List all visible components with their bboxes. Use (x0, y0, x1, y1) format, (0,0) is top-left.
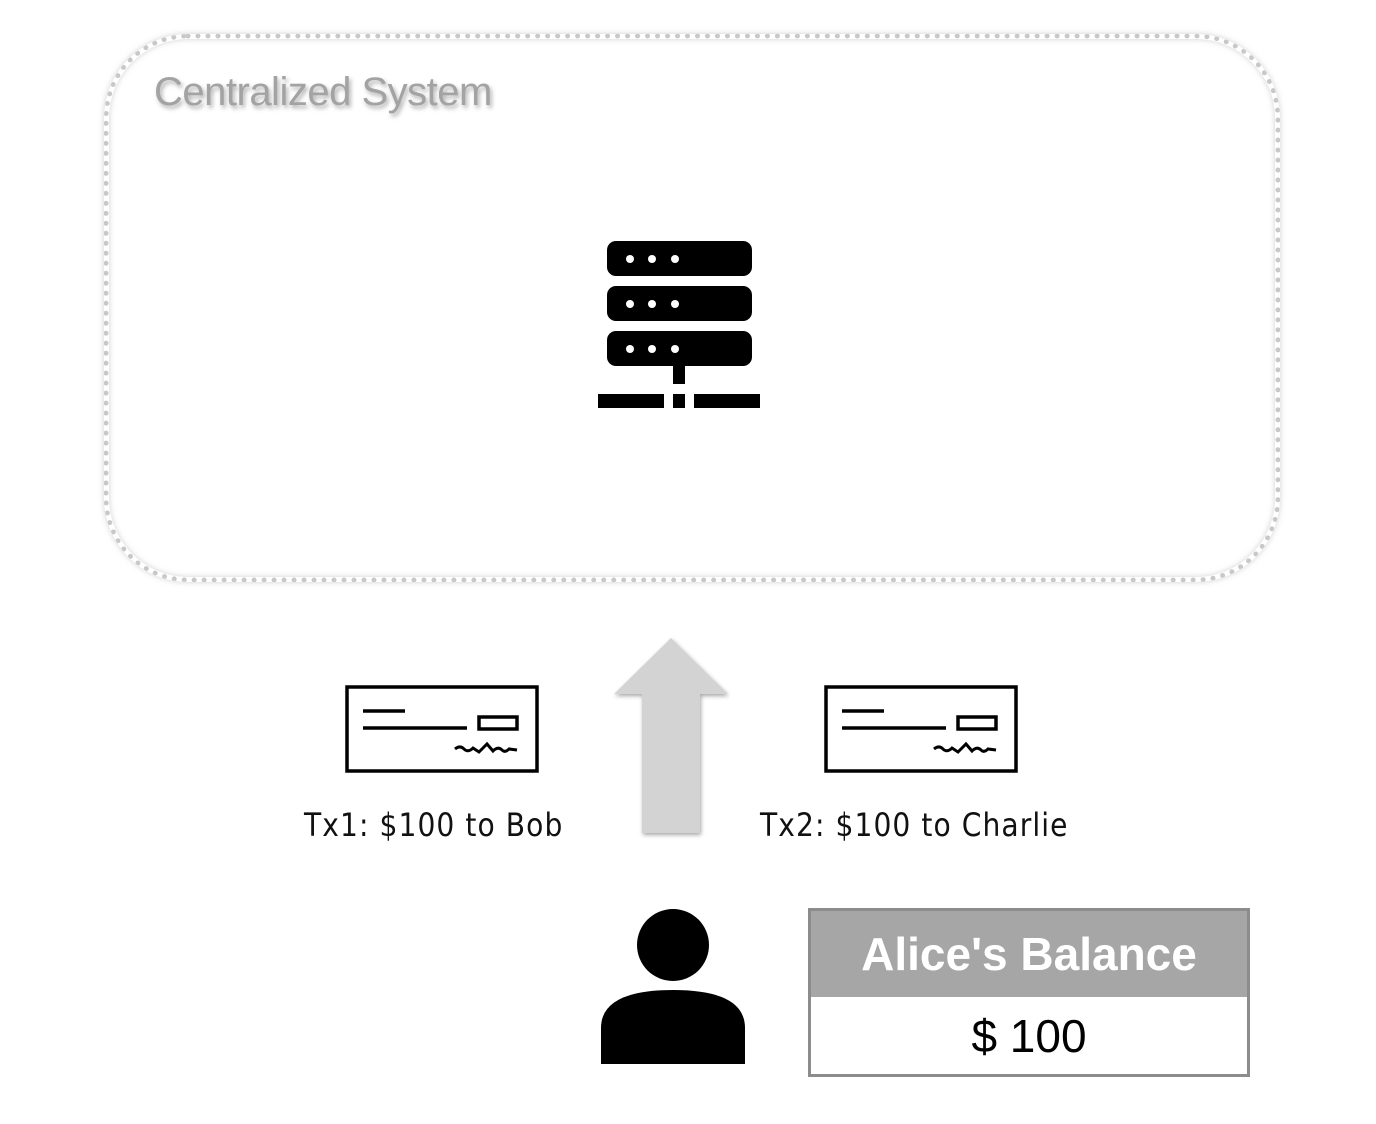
balance-header: Alice's Balance (811, 911, 1247, 997)
server-rack-icon (598, 241, 760, 408)
balance-value: $ 100 (971, 1009, 1087, 1062)
person-icon (601, 909, 745, 1064)
transaction-label-tx1: Tx1: $100 to Bob (304, 806, 564, 844)
balance-table: Alice's Balance $ 100 (808, 908, 1250, 1077)
centralized-system-container (104, 34, 1280, 582)
bank-check-icon (824, 685, 1018, 773)
bank-check-icon (345, 685, 539, 773)
transaction-label-tx2: Tx2: $100 to Charlie (760, 806, 1069, 844)
up-arrow-icon (614, 638, 728, 833)
system-title: Centralized System (154, 70, 492, 114)
